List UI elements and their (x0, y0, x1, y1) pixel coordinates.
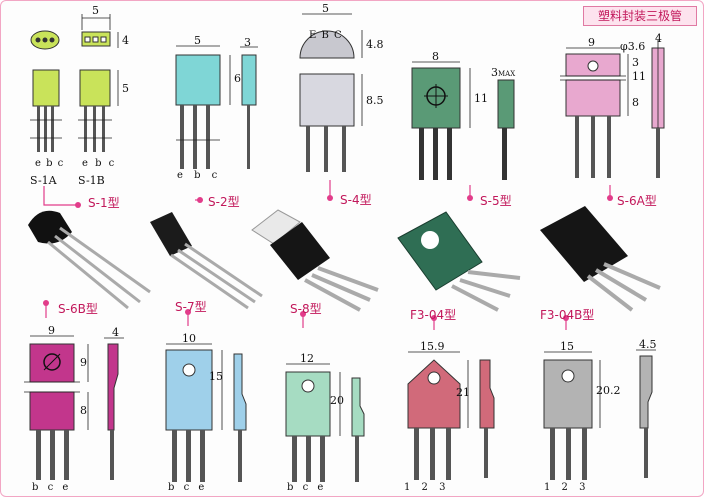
s1b-drawing (78, 14, 119, 152)
pins-f304: 1 2 3 (404, 482, 450, 493)
label-s1a: S-1A (30, 174, 57, 187)
dim-s5-h: 11 (474, 92, 488, 105)
label-s8: S-8型 (290, 302, 322, 316)
dim-s6b-t: 4 (112, 326, 119, 339)
f304b-drawing (543, 349, 656, 480)
s4-drawing (299, 13, 363, 172)
label-s2: S-2型 (208, 195, 240, 209)
label-s4: S-4型 (340, 193, 372, 207)
label-f304: F3-04型 (410, 308, 457, 322)
dim-s7-h: 15 (209, 370, 223, 383)
dim-f304b-w: 15 (560, 340, 574, 353)
dim-s7-w: 10 (182, 332, 196, 345)
dim-s4-w: 5 (322, 2, 329, 15)
s1a-drawing (30, 30, 62, 152)
label-f304b: F3-04B型 (540, 308, 595, 322)
dim-s1-h: 5 (122, 82, 129, 95)
s6b-drawing (24, 335, 124, 480)
dim-s6a-11: 11 (632, 70, 646, 83)
label-s6b: S-6B型 (58, 302, 98, 316)
pins-s1a: e b c (35, 158, 65, 169)
s2-photo (150, 212, 263, 310)
pins-f304b: 1 2 3 (544, 482, 590, 493)
dim-s6a-8: 8 (632, 96, 639, 109)
dim-s6b-9: 9 (80, 356, 87, 369)
s5-photo (397, 211, 521, 312)
dim-s8-w: 12 (300, 352, 314, 365)
dim-s6a-t: 4 (655, 32, 662, 45)
dim-s6a-hole: φ3.6 (620, 40, 646, 53)
s7-drawing (165, 343, 247, 482)
s8-drawing (285, 363, 365, 482)
dim-s4-h2: 8.5 (366, 94, 384, 107)
pins-s1b: e b c (82, 158, 117, 169)
dim-s8-h: 20 (330, 394, 344, 407)
f304-drawing (407, 351, 495, 480)
label-s1b: S-1B (78, 174, 105, 187)
dim-s5-max: MAX (498, 70, 516, 78)
dim-s1-d: 4 (122, 34, 129, 47)
callout-arrows (43, 180, 613, 330)
pins-s7: b c e (168, 482, 208, 493)
label-s7: S-7型 (175, 300, 207, 314)
dim-s5-w: 8 (432, 50, 439, 63)
dim-s5-t: 3 (491, 66, 498, 79)
pins-s6b: b c e (32, 482, 72, 493)
dim-s2-t: 3 (244, 36, 251, 49)
dim-s1-w: 5 (92, 4, 99, 17)
dim-f304b-t: 4.5 (639, 338, 657, 351)
label-s1: S-1型 (88, 196, 120, 210)
pins-s2: e b c (177, 170, 222, 181)
dim-s6b-8: 8 (80, 404, 87, 417)
dim-s6a-w: 9 (588, 36, 595, 49)
dim-s4-h1: 4.8 (366, 38, 384, 51)
dim-f304-w: 15.9 (420, 340, 445, 353)
label-s6a: S-6A型 (617, 194, 657, 208)
s6a-drawing (560, 40, 665, 178)
s1-photo (28, 210, 151, 310)
dim-s2-w: 5 (194, 34, 201, 47)
label-s5: S-5型 (480, 194, 512, 208)
pins-s4: E B C (309, 30, 343, 41)
dim-f304b-h: 20.2 (596, 384, 621, 397)
dim-f304-h: 21 (456, 386, 470, 399)
s4-photo (251, 209, 379, 312)
figure-title: 塑料封装三极管 (583, 6, 697, 26)
s2-drawing (175, 45, 258, 169)
dim-s6b-w: 9 (48, 324, 55, 337)
pins-s8: b c e (287, 482, 327, 493)
dim-s6a-3: 3 (632, 56, 639, 69)
dim-s2-h: 6 (234, 72, 241, 85)
s6a-photo (540, 206, 661, 312)
s5-drawing (411, 61, 515, 180)
